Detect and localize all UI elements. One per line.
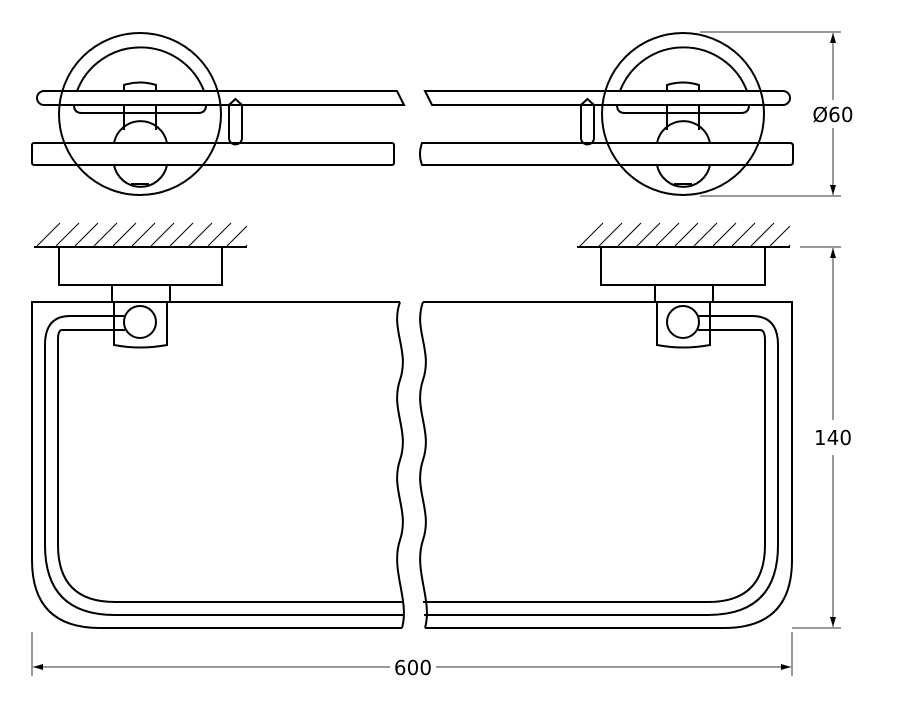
- hatch-line: [112, 222, 137, 247]
- hatch-line: [245, 244, 248, 247]
- front-view-left: [31, 246, 405, 629]
- mount-base-right: [600, 246, 766, 286]
- top-view-right: [419, 32, 794, 196]
- rail-right: [423, 90, 791, 106]
- hatch-line: [598, 222, 623, 247]
- width-dimension: 600: [31, 632, 793, 680]
- mount-base-left: [58, 246, 223, 286]
- hatch-line: [169, 222, 194, 247]
- front-view-right: [419, 246, 793, 629]
- break-line-left: [396, 301, 405, 629]
- hatch-line: [617, 222, 642, 247]
- hatch-line: [750, 222, 775, 247]
- glass-top-left: [31, 142, 395, 166]
- wall-flange-left: [58, 32, 222, 196]
- hatch-line: [769, 225, 791, 247]
- hatch-line: [788, 244, 791, 247]
- hatch-line: [93, 222, 118, 247]
- break-line-right: [419, 301, 428, 629]
- hatch-line: [712, 222, 737, 247]
- hatch-line: [74, 222, 99, 247]
- hatch-line: [36, 222, 61, 247]
- diameter-label: Ø60: [812, 103, 853, 127]
- depth-label: 140: [814, 426, 852, 450]
- hatch-line: [731, 222, 756, 247]
- glass-outline-right: [423, 301, 793, 629]
- hatch-line: [55, 222, 80, 247]
- hatch-line: [131, 222, 156, 247]
- diameter-dimension: Ø60: [700, 31, 854, 197]
- wall-flange-right: [601, 32, 765, 196]
- depth-dimension: 140: [792, 246, 852, 629]
- width-label: 600: [394, 656, 432, 680]
- hatch-line: [636, 222, 661, 247]
- wall-hatch-right: [577, 222, 791, 248]
- hatch-line: [207, 222, 232, 247]
- wall-hatch-left: [34, 222, 248, 248]
- glass-top-right: [419, 142, 794, 166]
- hatch-line: [226, 225, 248, 247]
- bracket-pin-right: [666, 305, 700, 339]
- top-view-left: [31, 32, 406, 196]
- flange-inner-arc-left: [76, 46, 205, 92]
- hatch-line: [579, 222, 604, 247]
- bracket-pin-left: [123, 305, 157, 339]
- hatch-line: [655, 222, 680, 247]
- rail-left: [36, 90, 406, 106]
- hatch-line: [188, 222, 213, 247]
- glass-outline-left: [31, 301, 402, 629]
- hatch-line: [693, 222, 718, 247]
- hatch-line: [674, 222, 699, 247]
- hatch-line: [150, 222, 175, 247]
